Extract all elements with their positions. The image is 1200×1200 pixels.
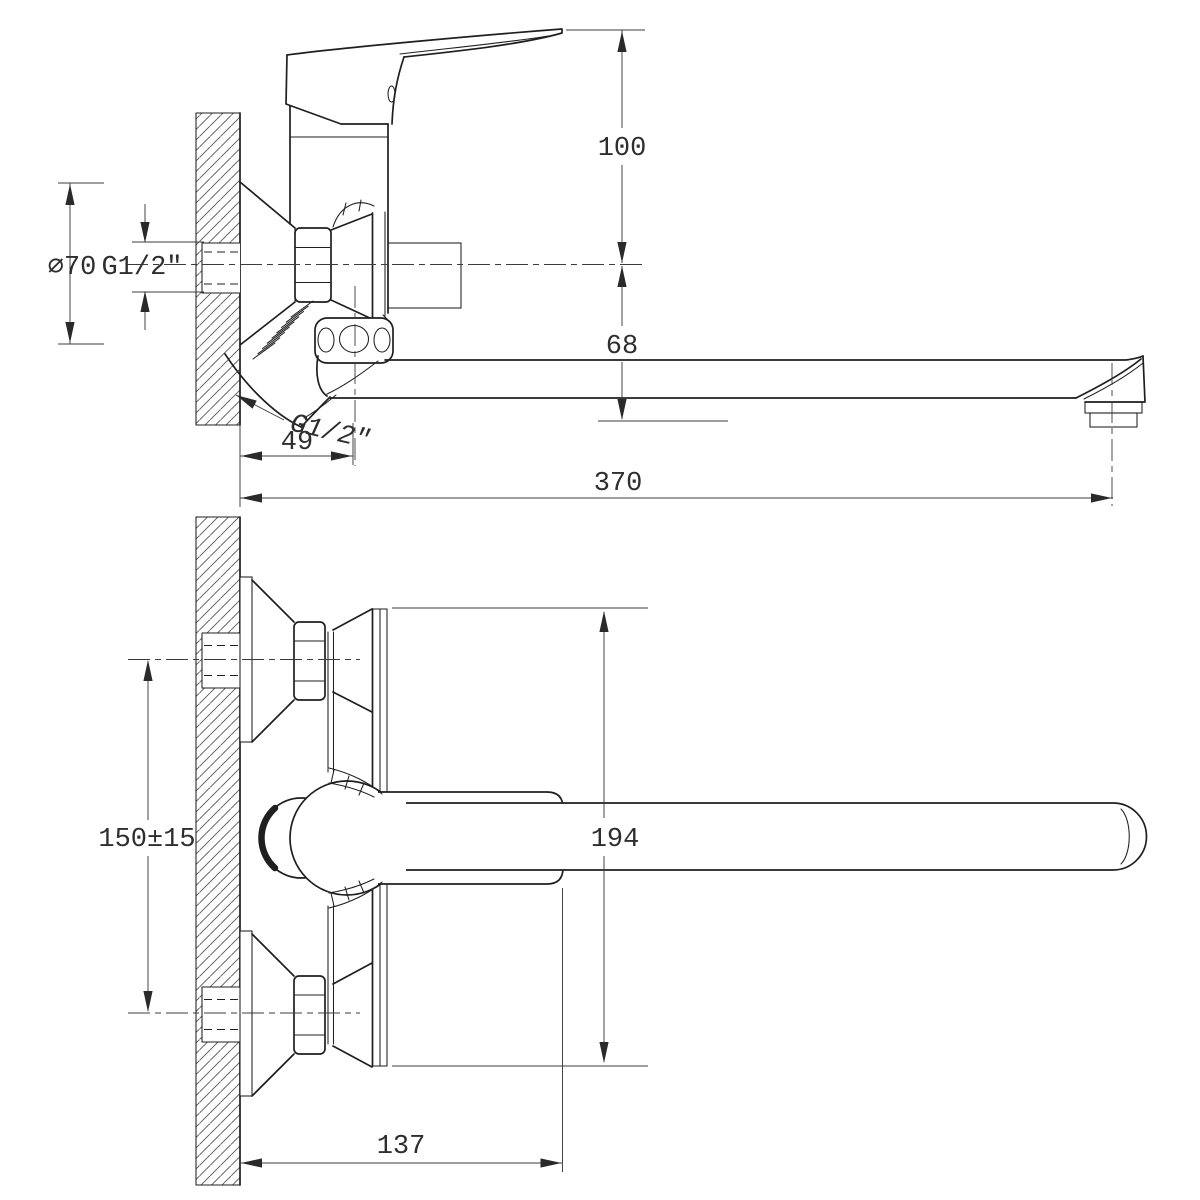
label-wall-to-handle-tip: 137	[377, 1132, 426, 1162]
inlet-nipple-bottom	[201, 986, 241, 1043]
diverter-ring	[314, 317, 394, 364]
spout	[329, 355, 1146, 428]
lever-handle	[285, 28, 563, 125]
dimension-wall-to-axis: 49	[240, 423, 354, 465]
shower-outlet-threads	[252, 300, 314, 360]
collar-shading	[328, 767, 383, 909]
side-elevation-view: ∅70 G1/2″ 100 68 G1/2″	[48, 28, 1146, 507]
label-inlet-spacing: 150±15	[98, 825, 195, 855]
body-cone-flange	[330, 199, 391, 323]
dimension-spout-reach: 370	[240, 469, 1113, 503]
spout-tube-highlight	[1120, 808, 1130, 865]
dimension-spout-drop: 68	[598, 266, 728, 422]
dimension-inlet-thread: G1/2″	[101, 204, 204, 330]
connector-stub	[387, 242, 462, 309]
dimension-inlet-spacing: 150±15	[98, 660, 196, 1012]
centerlines-plan-view	[128, 659, 360, 1014]
body-silhouette	[327, 608, 388, 1067]
label-inlet-thread: G1/2″	[101, 253, 182, 283]
hex-nut	[294, 227, 332, 303]
plan-view: 150±15 194 137	[98, 516, 1148, 1186]
inlet-nipple	[201, 242, 241, 294]
dimension-wall-to-handle-tip: 137	[240, 888, 563, 1172]
centerlines-top-view	[126, 264, 1113, 506]
spout-tube-plan	[406, 802, 1148, 871]
handle-plan	[258, 767, 1148, 909]
label-spout-drop: 68	[606, 332, 638, 362]
label-wall-to-axis: 49	[281, 428, 313, 458]
wall-section-hatch-plan	[195, 516, 241, 1186]
label-body-length: 194	[591, 825, 640, 855]
dimension-escutcheon-diameter: ∅70	[48, 182, 104, 345]
aerator	[1084, 401, 1143, 428]
handle-knob-shading	[258, 804, 279, 872]
dimension-body-length: 194	[392, 607, 648, 1067]
label-handle-height: 100	[598, 134, 647, 164]
label-spout-reach: 370	[594, 469, 643, 499]
dimension-handle-height: 100	[566, 29, 647, 263]
escutcheon-bottom	[239, 930, 373, 1097]
handle-screw-hole	[387, 85, 396, 103]
label-escutcheon-diameter: ∅70	[48, 253, 97, 283]
escutcheon-top	[239, 576, 373, 743]
spout-base	[224, 353, 379, 428]
inlet-nipple-top	[201, 632, 241, 689]
